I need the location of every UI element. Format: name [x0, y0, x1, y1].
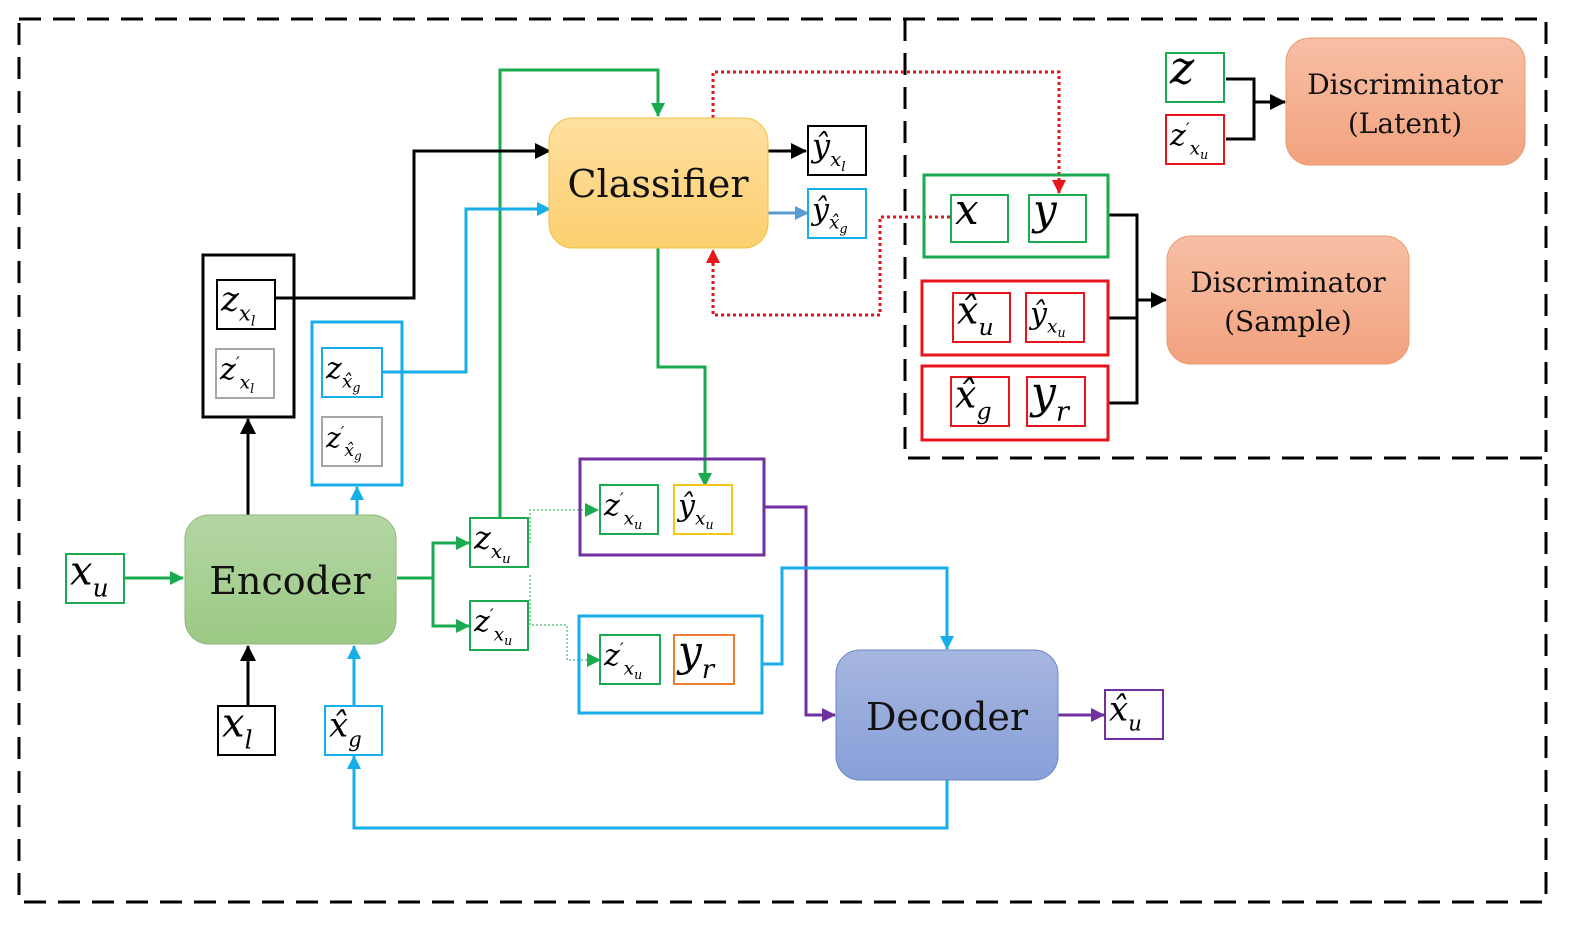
symbol-label: z′xl — [219, 352, 254, 396]
encoder-to-zpxu-line — [431, 578, 470, 633]
symbol-label: ŷxu — [676, 488, 714, 532]
zxg-to-classifier-line — [383, 202, 551, 374]
blue-group-to-decoder-line — [762, 566, 954, 666]
symbol-label: z′xu — [603, 638, 642, 682]
symbol-box-x-l: xl — [217, 700, 276, 756]
symbol-label: z′x̂g — [325, 421, 362, 463]
symbol-box-zp-xu: z′xu — [599, 634, 661, 685]
disc-latent-label-2: (Latent) — [1348, 107, 1462, 140]
symbol-label: z′xu — [603, 488, 642, 532]
symbol-box-y-r: yr — [673, 626, 735, 685]
symbol-label: z′xu — [1169, 118, 1208, 162]
decoder-block: Decoder — [835, 649, 1059, 781]
symbol-label: zx̂g — [325, 351, 360, 395]
symbol-box-zp-xl: z′xl — [215, 348, 275, 399]
symbol-label: x — [955, 185, 979, 234]
encoder-label: Encoder — [209, 559, 371, 603]
sample-inputs-merge — [1108, 213, 1166, 405]
symbol-box-yhat-xg: ŷx̂g — [807, 188, 867, 239]
symbol-box-xhat-g-in: x̂g — [324, 705, 383, 756]
symbol-label: y — [1031, 185, 1058, 234]
symbol-box-xhat-g: x̂g — [950, 372, 1010, 427]
latent-inputs-merge — [1226, 77, 1285, 141]
zxg-group — [310, 320, 404, 487]
symbol-box-x: x — [950, 185, 1009, 243]
symbol-box-xhat-u-out: x̂u — [1104, 689, 1164, 740]
symbol-label: x̂g — [955, 372, 992, 424]
fake-sample-group-1 — [920, 279, 1110, 357]
zxl-to-classifier-line — [276, 143, 551, 300]
disc-sample-label-1: Discriminator — [1190, 266, 1386, 299]
symbol-label: xu — [70, 548, 109, 602]
symbol-label: yr — [676, 626, 716, 685]
symbol-box-zp-xu: z′xu — [469, 600, 529, 651]
purple-group-to-decoder-line — [764, 505, 836, 722]
symbol-box-yhat-xl: ŷxl — [807, 125, 867, 176]
symbol-box-yhat-xu: ŷxu — [673, 484, 733, 535]
symbol-label: x̂u — [957, 288, 994, 340]
disc-sample-label-2: (Sample) — [1224, 305, 1352, 338]
symbol-box-zp-xg: z′x̂g — [321, 416, 383, 467]
fake-sample-group-2 — [920, 364, 1110, 442]
symbol-label: z — [1169, 40, 1195, 94]
decoder-label: Decoder — [866, 695, 1029, 739]
symbol-label: ŷxl — [810, 126, 846, 174]
encoder-block: Encoder — [184, 514, 397, 645]
symbol-box-xhat-u: x̂u — [952, 288, 1011, 343]
blue-decoder-input-group — [577, 614, 764, 715]
discriminator-sample-block: Discriminator (Sample) — [1166, 235, 1410, 365]
symbol-label: ŷxu — [1028, 296, 1066, 340]
decoder-feedback-line — [347, 755, 949, 830]
symbol-box-x-u: xu — [65, 548, 125, 604]
symbol-box-z-xl: zxl — [216, 279, 276, 330]
symbol-box-yhat-xu: ŷxu — [1025, 292, 1085, 343]
zxu-to-classifier-line — [498, 68, 665, 518]
symbol-label: x̂g — [329, 705, 362, 751]
real-sample-group — [922, 173, 1110, 259]
outer-frame — [17, 17, 1548, 904]
classifier-label: Classifier — [567, 162, 749, 206]
classifier-block: Classifier — [548, 117, 769, 249]
zxl-group — [201, 253, 296, 419]
symbol-label: yr — [1029, 367, 1071, 427]
classifier-to-y-dotted — [711, 70, 1066, 194]
symbol-label: x̂u — [1109, 689, 1142, 735]
symbol-box-z-xu: zxu — [469, 517, 529, 568]
x-to-classifier-dotted — [706, 215, 950, 317]
symbol-label: ŷx̂g — [810, 192, 848, 236]
discriminator-region — [903, 19, 1546, 460]
symbol-box-zp-xu: z′xu — [599, 484, 659, 535]
classifier-to-yhat-xu-line — [656, 248, 712, 487]
encoder-to-zxu-line — [397, 536, 470, 580]
symbol-box-z: z — [1165, 40, 1225, 103]
disc-latent-label-1: Discriminator — [1307, 68, 1503, 101]
symbol-box-z-xg: zx̂g — [321, 347, 383, 398]
symbol-label: z′xu — [473, 604, 512, 648]
purple-decoder-input-group — [578, 457, 766, 557]
symbol-label: zxu — [473, 518, 511, 566]
symbol-box-y-r: yr — [1026, 367, 1086, 428]
zpxu-to-purple-group-dotted — [529, 503, 599, 543]
symbol-label: xl — [222, 700, 253, 754]
symbol-box-zp-xu: z′xu — [1165, 114, 1225, 165]
symbol-box-y: y — [1028, 185, 1087, 243]
discriminator-latent-block: Discriminator (Latent) — [1285, 37, 1526, 166]
symbol-label: zxl — [220, 279, 255, 329]
